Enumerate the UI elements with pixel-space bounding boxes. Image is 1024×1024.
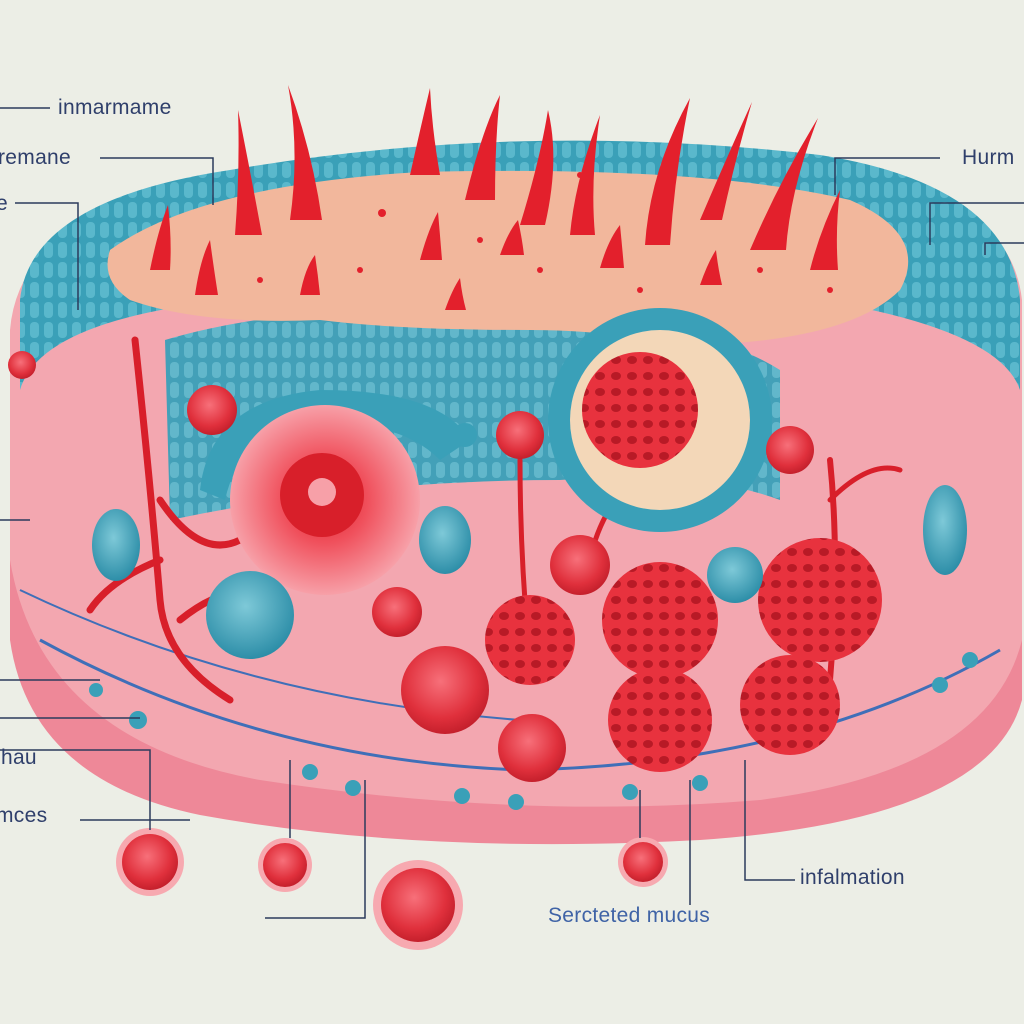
inflamed-spikes	[150, 85, 840, 310]
label-inflammation: infalmation	[800, 866, 905, 889]
label-e: e	[0, 192, 8, 215]
label-ihau: ihau	[0, 746, 37, 769]
label-mces: mces	[0, 804, 48, 827]
blue-cells	[89, 423, 978, 810]
secreted-cells	[116, 828, 668, 950]
label-inmarmame: inmarmame	[58, 96, 172, 119]
label-remane: remane	[0, 146, 72, 169]
inflammatory-clusters	[485, 352, 882, 772]
label-hurm: Hurm	[962, 146, 1015, 169]
leader-lines	[0, 107, 1024, 919]
inflamed-gland-nucleus	[308, 478, 336, 506]
label-secreted-mucus: Sercteted mucus	[548, 904, 711, 927]
gland-ring-left	[200, 390, 470, 500]
red-cells	[8, 351, 814, 782]
